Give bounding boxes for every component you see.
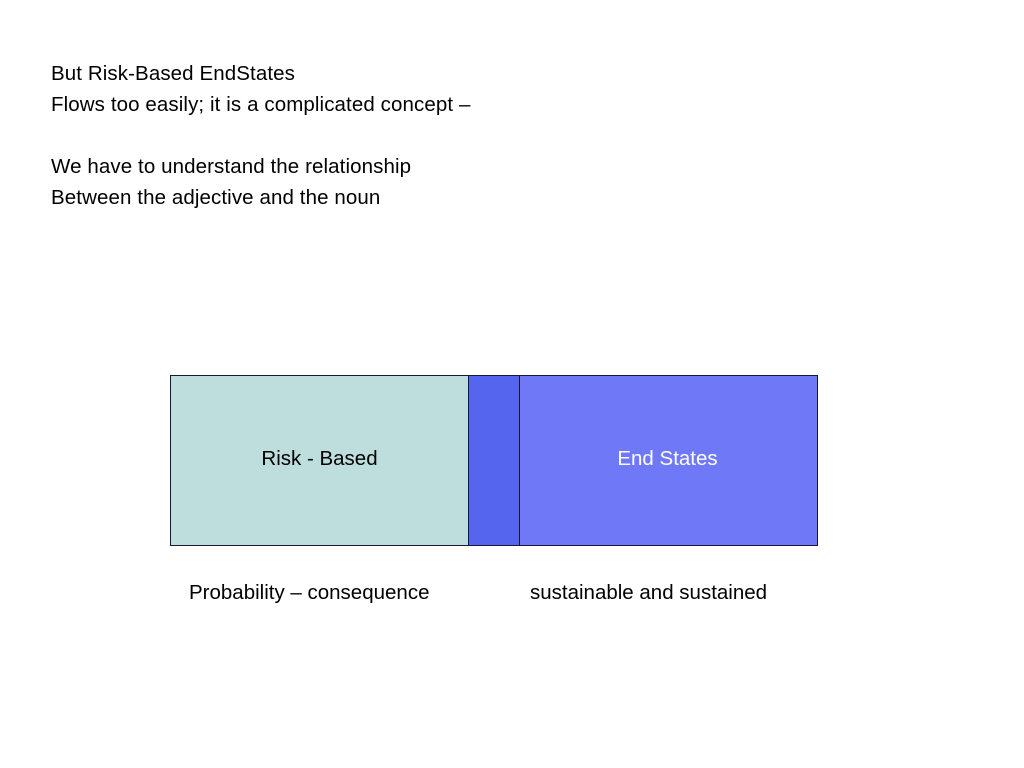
heading-line-4: We have to understand the relationship bbox=[51, 155, 412, 178]
caption-sustainable-and-sustained: sustainable and sustained bbox=[530, 581, 768, 604]
bar-segment-end-states: End States bbox=[519, 375, 818, 546]
caption-probability-consequence: Probability – consequence bbox=[189, 581, 430, 604]
heading-line-5: Between the adjective and the noun bbox=[51, 186, 381, 209]
bar-segment-end-states-label: End States bbox=[617, 447, 718, 471]
slide-text-block: But Risk-Based EndStates Flows too easil… bbox=[51, 58, 771, 213]
bar-segment-risk-based: Risk - Based bbox=[170, 375, 469, 546]
bar-segment-divider bbox=[468, 375, 520, 546]
segmented-bar-diagram: Risk - Based End States bbox=[170, 375, 819, 546]
diagram-caption-row: Probability – consequence sustainable an… bbox=[170, 578, 870, 610]
heading-line-1: But Risk-Based EndStates bbox=[51, 62, 295, 85]
heading-line-3-blank bbox=[51, 120, 771, 151]
heading-line-2: Flows too easily; it is a complicated co… bbox=[51, 93, 471, 116]
bar-segment-risk-based-label: Risk - Based bbox=[261, 447, 378, 471]
